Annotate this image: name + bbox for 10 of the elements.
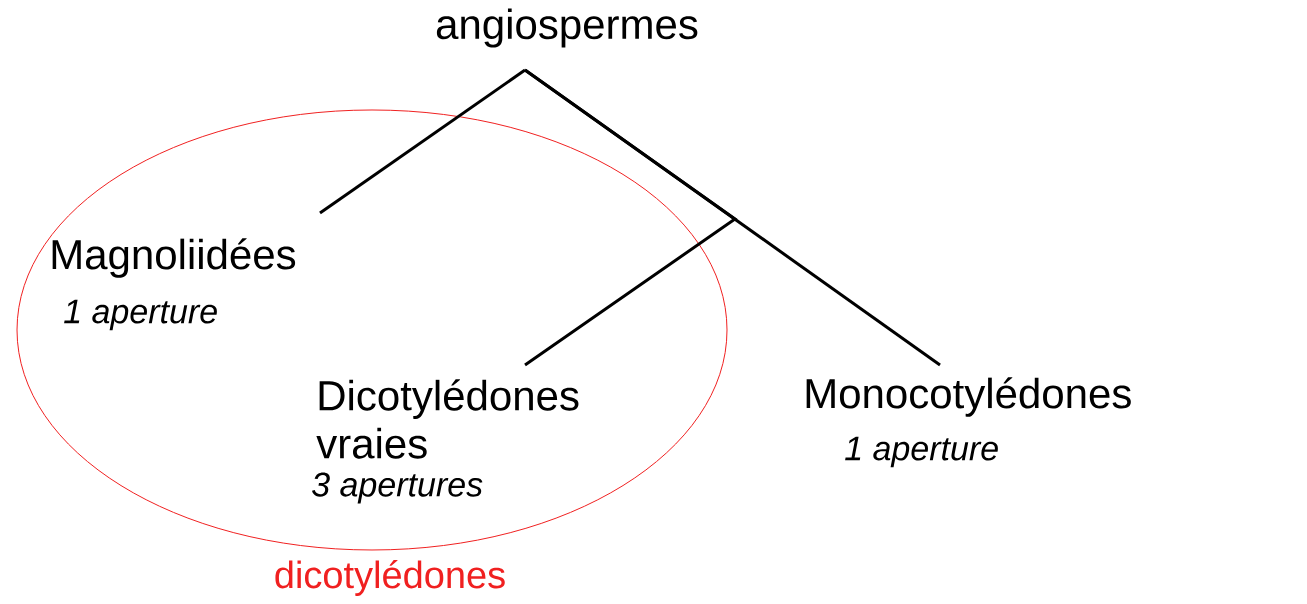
taxon-label: Monocotylédones xyxy=(806,377,1131,417)
taxon-label: Magnoliidées xyxy=(52,238,296,278)
taxon-label: Dicotylédones vraies xyxy=(316,379,579,459)
branch-line xyxy=(319,68,526,215)
branch-line xyxy=(524,68,738,367)
aperture-note: 1 aperture xyxy=(845,436,998,468)
aperture-note: 3 apertures xyxy=(312,472,483,504)
aperture-note: 1 aperture xyxy=(64,299,217,331)
taxon-label: angiospermes xyxy=(436,8,698,48)
node-label: dicotylédones xyxy=(275,560,505,596)
